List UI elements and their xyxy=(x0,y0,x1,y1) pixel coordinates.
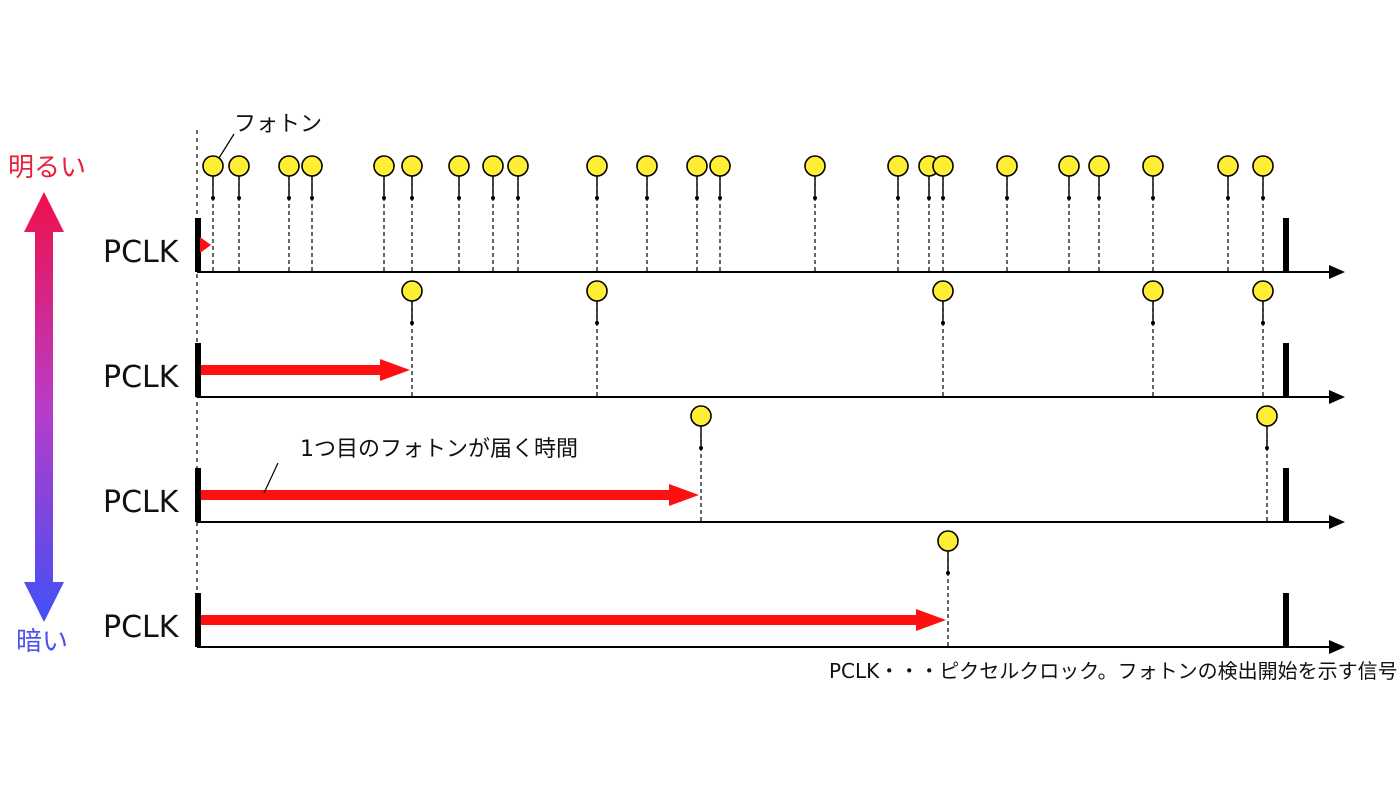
photon-stem-dot xyxy=(457,196,461,200)
photon-circle-icon xyxy=(448,155,470,177)
pclk-label: PCLK xyxy=(103,485,180,520)
photon-circle-icon xyxy=(1217,155,1239,177)
brightness-scale-arrow xyxy=(24,192,64,622)
photon-stem-dot xyxy=(1226,196,1230,200)
photon-circle-icon xyxy=(1142,280,1164,302)
footnote: PCLK・・・ピクセルクロック。フォトンの検出開始を示す信号 xyxy=(829,659,1398,683)
pclk-end-pulse xyxy=(1283,593,1289,647)
photon-stem-dot xyxy=(410,196,414,200)
photon-stem-dot xyxy=(941,196,945,200)
photon-circle-icon xyxy=(507,155,529,177)
photon-circle-icon xyxy=(709,155,731,177)
photon-stem-dot xyxy=(410,321,414,325)
pclk-start-pulse xyxy=(195,218,201,272)
bright-label: 明るい xyxy=(8,153,86,183)
timing-rows: PCLK PCLK PCLK PCLK xyxy=(103,155,1345,654)
photon-stem-dot xyxy=(1261,196,1265,200)
photon-circle-icon xyxy=(690,405,712,427)
photon-circle-icon xyxy=(202,155,224,177)
first-photon-caption: 1つ目のフォトンが届く時間 xyxy=(300,437,578,462)
photon-stem-dot xyxy=(1151,196,1155,200)
photon-stem-dot xyxy=(813,196,817,200)
photon-stem-dot xyxy=(927,196,931,200)
first-photon-arrow xyxy=(200,237,211,253)
photon-circle-icon xyxy=(586,280,608,302)
photon-circle-icon xyxy=(804,155,826,177)
photon-stem-dot xyxy=(718,196,722,200)
photon-stem-dot xyxy=(287,196,291,200)
photon-circle-icon xyxy=(937,530,959,552)
photon-label: フォトン xyxy=(234,112,322,137)
pclk-start-pulse xyxy=(195,468,201,522)
photon-circle-icon xyxy=(932,280,954,302)
photon-label-leader xyxy=(218,133,235,159)
time-axis-arrowhead xyxy=(1329,265,1345,279)
pclk-label: PCLK xyxy=(103,235,180,270)
photon-stem-dot xyxy=(237,196,241,200)
photon-stem-dot xyxy=(699,446,703,450)
photon-stem-dot xyxy=(1097,196,1101,200)
time-axis-arrowhead xyxy=(1329,640,1345,654)
photon-circle-icon xyxy=(1252,280,1274,302)
photon-stem-dot xyxy=(1265,446,1269,450)
pclk-start-pulse xyxy=(195,593,201,647)
photon-stem-dot xyxy=(595,321,599,325)
photon-circle-icon xyxy=(887,155,909,177)
photon-circle-icon xyxy=(482,155,504,177)
photon-stem-dot xyxy=(645,196,649,200)
pclk-label: PCLK xyxy=(103,610,180,645)
photon-circle-icon xyxy=(401,155,423,177)
dark-label: 暗い xyxy=(16,627,68,657)
photon-stem-dot xyxy=(516,196,520,200)
photon-circle-icon xyxy=(996,155,1018,177)
time-axis-arrowhead xyxy=(1329,390,1345,404)
photon-stem-dot xyxy=(382,196,386,200)
photon-circle-icon xyxy=(686,155,708,177)
photon-stem-dot xyxy=(946,571,950,575)
pclk-label: PCLK xyxy=(103,360,180,395)
photon-stem-dot xyxy=(1261,321,1265,325)
photon-circle-icon xyxy=(228,155,250,177)
caption-leader xyxy=(263,462,279,494)
photon-circle-icon xyxy=(1252,155,1274,177)
first-photon-arrow xyxy=(201,609,946,631)
photon-stem-dot xyxy=(595,196,599,200)
first-photon-arrow xyxy=(201,484,699,506)
photon-stem-dot xyxy=(1067,196,1071,200)
photon-circle-icon xyxy=(586,155,608,177)
photon-circle-icon xyxy=(1088,155,1110,177)
photon-circle-icon xyxy=(1142,155,1164,177)
photon-stem-dot xyxy=(211,196,215,200)
photon-circle-icon xyxy=(278,155,300,177)
photon-circle-icon xyxy=(373,155,395,177)
photon-stem-dot xyxy=(1005,196,1009,200)
photon-stem-dot xyxy=(941,321,945,325)
photon-stem-dot xyxy=(695,196,699,200)
pclk-end-pulse xyxy=(1283,218,1289,272)
photon-stem-dot xyxy=(1151,321,1155,325)
time-axis-arrowhead xyxy=(1329,515,1345,529)
photon-circle-icon xyxy=(401,280,423,302)
photon-stem-dot xyxy=(491,196,495,200)
photon-circle-icon xyxy=(301,155,323,177)
photon-stem-dot xyxy=(896,196,900,200)
photon-circle-icon xyxy=(1058,155,1080,177)
photon-stem-dot xyxy=(310,196,314,200)
photon-circle-icon xyxy=(1256,405,1278,427)
pclk-end-pulse xyxy=(1283,343,1289,397)
photon-circle-icon xyxy=(932,155,954,177)
photon-circle-icon xyxy=(636,155,658,177)
pclk-end-pulse xyxy=(1283,468,1289,522)
first-photon-arrow xyxy=(201,359,410,381)
pclk-start-pulse xyxy=(195,343,201,397)
